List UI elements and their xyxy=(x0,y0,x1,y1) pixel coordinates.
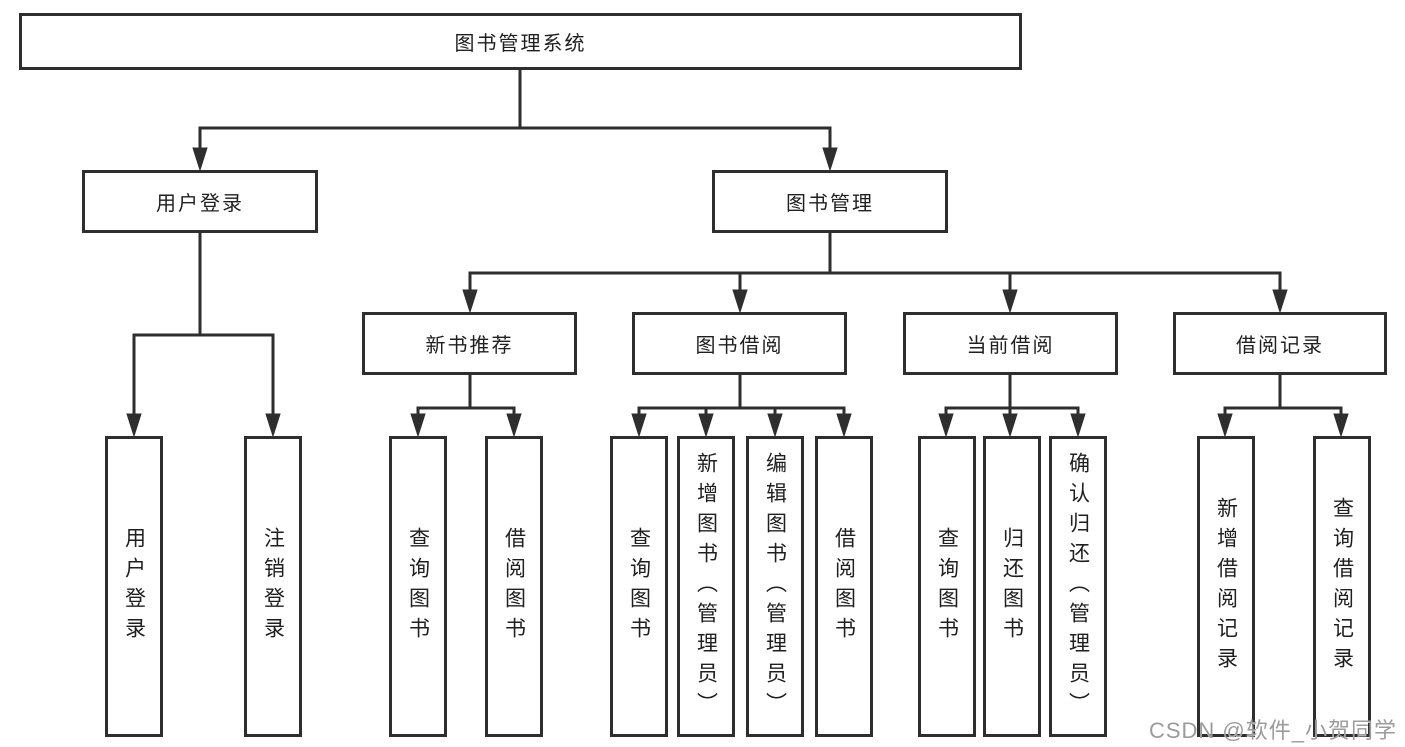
edge-book-mgmt-children xyxy=(462,231,1288,314)
node-root-label: 图书管理系统 xyxy=(454,33,587,55)
node-current-borrow-label: 当前借阅 xyxy=(966,335,1055,357)
leaf-newrec-query-books: 查询图书 xyxy=(389,436,447,737)
arrow-down-icon xyxy=(1070,413,1086,438)
arrow-down-icon xyxy=(1002,413,1018,438)
leaf-borrow-add-books-admin: 新增图书（管理员） xyxy=(677,436,735,737)
leaf-records-add-record-label: 新增借阅记录 xyxy=(1214,496,1238,677)
leaf-records-add-record: 新增借阅记录 xyxy=(1197,436,1255,737)
node-new-book-rec-label: 新书推荐 xyxy=(425,335,514,357)
node-book-mgmt-label: 图书管理 xyxy=(786,193,874,215)
arrow-down-icon xyxy=(836,413,852,438)
arrow-down-icon xyxy=(126,413,142,438)
leaf-newrec-borrow-books: 借阅图书 xyxy=(485,436,543,737)
leaf-current-return-books-label: 归还图书 xyxy=(1000,526,1024,647)
node-book-borrow: 图书借阅 xyxy=(632,312,847,375)
leaf-current-query-books: 查询图书 xyxy=(918,436,976,737)
arrow-down-icon xyxy=(462,289,478,314)
leaf-user-login: 用户登录 xyxy=(105,436,163,737)
edge-current-borrow-children xyxy=(938,373,1086,438)
arrow-down-icon xyxy=(265,413,281,438)
leaf-newrec-query-books-label: 查询图书 xyxy=(406,526,430,647)
edge-borrow-records-children xyxy=(1217,373,1349,438)
arrow-down-icon xyxy=(410,413,426,438)
leaf-current-query-books-label: 查询图书 xyxy=(935,526,959,647)
leaf-borrow-borrow-books-label: 借阅图书 xyxy=(832,526,856,647)
edge-root-to-level2 xyxy=(192,70,838,172)
arrow-down-icon xyxy=(822,147,838,172)
leaf-user-login-label: 用户登录 xyxy=(122,526,146,647)
leaf-records-query-record-label: 查询借阅记录 xyxy=(1330,496,1354,677)
arrow-down-icon xyxy=(1333,413,1349,438)
arrow-down-icon xyxy=(631,413,647,438)
leaf-newrec-borrow-books-label: 借阅图书 xyxy=(502,526,526,647)
node-borrow-records: 借阅记录 xyxy=(1173,312,1387,375)
node-current-borrow: 当前借阅 xyxy=(903,312,1118,375)
leaf-current-return-books: 归还图书 xyxy=(983,436,1041,737)
arrow-down-icon xyxy=(1217,413,1233,438)
arrow-down-icon xyxy=(1002,289,1018,314)
node-root: 图书管理系统 xyxy=(19,13,1022,70)
arrow-down-icon xyxy=(767,413,783,438)
node-borrow-records-label: 借阅记录 xyxy=(1236,335,1324,357)
leaf-borrow-add-books-admin-label: 新增图书（管理员） xyxy=(694,451,718,722)
node-new-book-rec: 新书推荐 xyxy=(362,312,577,375)
leaf-logout: 注销登录 xyxy=(244,436,302,737)
node-user-login: 用户登录 xyxy=(82,170,318,233)
arrow-down-icon xyxy=(1272,289,1288,314)
watermark: CSDN @软件_小贺同学 xyxy=(1148,718,1397,743)
node-user-login-label: 用户登录 xyxy=(156,193,244,215)
arrow-down-icon xyxy=(938,413,954,438)
leaf-borrow-query-books-label: 查询图书 xyxy=(627,526,651,647)
arrow-down-icon xyxy=(192,147,208,172)
leaf-borrow-query-books: 查询图书 xyxy=(610,436,668,737)
leaf-logout-label: 注销登录 xyxy=(261,526,285,647)
leaf-borrow-borrow-books: 借阅图书 xyxy=(815,436,873,737)
edge-new-rec-children xyxy=(410,373,522,438)
arrow-down-icon xyxy=(732,289,748,314)
node-book-borrow-label: 图书借阅 xyxy=(695,335,784,357)
leaf-current-confirm-return-admin-label: 确认归还（管理员） xyxy=(1066,451,1090,722)
leaf-records-query-record: 查询借阅记录 xyxy=(1313,436,1371,737)
arrow-down-icon xyxy=(506,413,522,438)
leaf-borrow-edit-books-admin: 编辑图书（管理员） xyxy=(746,436,804,737)
node-book-mgmt: 图书管理 xyxy=(712,170,948,233)
leaf-borrow-edit-books-admin-label: 编辑图书（管理员） xyxy=(763,451,787,722)
edge-user-login-children xyxy=(126,231,281,438)
arrow-down-icon xyxy=(698,413,714,438)
edge-book-borrow-children xyxy=(631,373,852,438)
leaf-current-confirm-return-admin: 确认归还（管理员） xyxy=(1049,436,1107,737)
